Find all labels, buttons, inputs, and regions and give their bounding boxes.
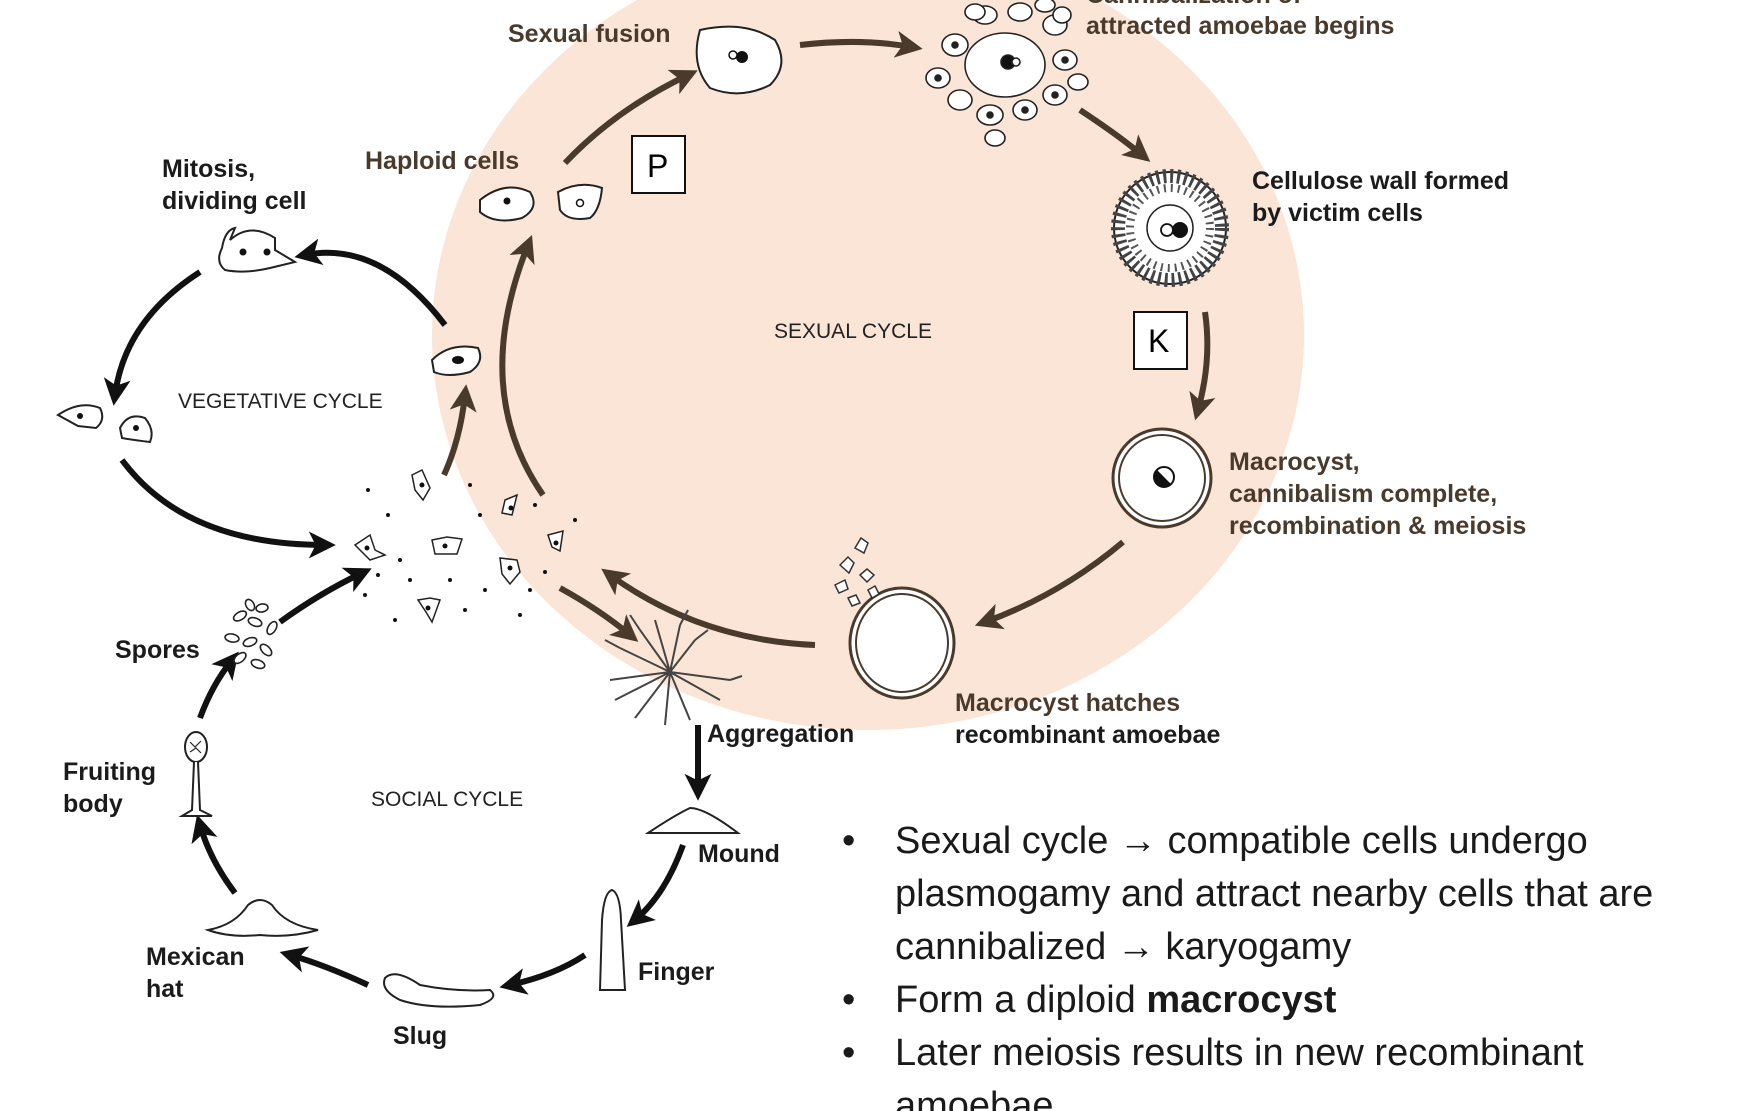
arrow-wall-to-macrocyst [1189, 311, 1216, 421]
social-cycle-title: SOCIAL CYCLE [371, 788, 523, 811]
box-k: K [1133, 311, 1188, 370]
bullet-text: Sexual cycle → compatible cells undergo … [895, 820, 1654, 968]
slug-label: Slug [393, 1022, 447, 1050]
mound-icon [644, 806, 741, 834]
box-p: P [631, 135, 686, 194]
cellulose-wall-label-line1: Cellulose wall formed [1252, 167, 1509, 195]
arrow-haploid-to-fusion [562, 69, 698, 166]
fruiting-body-label-line2: body [63, 790, 123, 818]
arrow-spores-to-amoebae [278, 567, 372, 625]
arrow-fruiting-to-spores [197, 651, 239, 720]
sexual-fusion-cell-icon [695, 25, 783, 95]
sexual-cycle-title: SEXUAL CYCLE [774, 320, 932, 343]
bullet-text: Later meiosis results in new recombinant… [895, 1032, 1584, 1111]
amoebae-cluster-icon [348, 468, 577, 624]
bullet-item: Form a diploid macrocyst [842, 974, 1742, 1027]
arrow-finger-to-slug [499, 952, 587, 995]
mitosis-label-line1: Mitosis, [162, 155, 255, 183]
haploid-cells-label: Haploid cells [365, 147, 519, 175]
mound-label: Mound [698, 840, 780, 868]
fruiting-body-label-line1: Fruiting [63, 758, 156, 786]
aggregation-icon [604, 609, 743, 726]
mitosis-label-line2: dividing cell [162, 187, 306, 215]
bullet-item: Later meiosis results in new recombinant… [842, 1027, 1742, 1111]
spores-icon [224, 598, 278, 670]
bullet-text-prefix: Form a diploid [895, 979, 1147, 1021]
cannibalization-cluster-icon [925, 0, 1089, 147]
cannibalization-label-line1: Cannibalization of [1086, 0, 1302, 9]
finger-icon [598, 888, 627, 991]
arrow-daughters-to-amoebae [119, 458, 336, 559]
arrow-cannibalization-to-wall [1078, 107, 1151, 162]
arrow-macrocyst-to-hatch [974, 539, 1125, 630]
spores-label: Spores [115, 636, 200, 664]
fruiting-body-icon [178, 731, 213, 817]
arrow-amoebae-to-aggregation [558, 585, 639, 642]
macrocyst-hatch-label-line1: Macrocyst hatches [955, 689, 1180, 717]
arrow-slug-to-hat [279, 946, 370, 988]
mexican-hat-label-line1: Mexican [146, 943, 245, 971]
arrow-amoebae-up-to-cell [441, 384, 477, 477]
box-p-label: P [647, 148, 668, 184]
macrocyst-label-line3: recombination & meiosis [1229, 512, 1526, 540]
hatching-macrocyst-icon [833, 536, 956, 700]
finger-label: Finger [638, 958, 715, 986]
cellulose-wall-label-line2: by victim cells [1252, 199, 1423, 227]
macrocyst-label-line2: cannibalism complete, [1229, 480, 1497, 508]
bullet-item: Sexual cycle → compatible cells undergo … [842, 815, 1742, 974]
macrocyst-hatch-label-line2: recombinant amoebae [955, 721, 1220, 749]
cannibalization-label-line2: attracted amoebae begins [1086, 12, 1394, 40]
mitosis-cell-icon [218, 226, 298, 273]
aggregation-label: Aggregation [707, 720, 854, 748]
cellulose-wall-icon [1111, 169, 1229, 287]
daughter-cells-icon [56, 404, 153, 444]
arrow-mitosis-to-daughters [103, 269, 202, 406]
haploid-cells-icon [479, 183, 604, 222]
vegetative-cycle-title: VEGETATIVE CYCLE [178, 390, 383, 413]
arrow-hat-to-fruiting [191, 814, 238, 895]
arrow-cell-to-mitosis [294, 238, 448, 327]
arrow-hatch-to-amoebae [601, 568, 816, 648]
mexican-hat-label-line2: hat [146, 975, 184, 1003]
arrow-fusion-to-cannibalization [799, 30, 923, 58]
bullet-list: Sexual cycle → compatible cells undergo … [842, 815, 1742, 1111]
macrocyst-icon [1111, 427, 1213, 529]
box-k-label: K [1148, 323, 1169, 359]
vegetative-cell-icon [430, 345, 482, 376]
arrow-amoebae-to-haploid [499, 234, 546, 497]
arrow-mound-to-finger [626, 843, 686, 927]
macrocyst-label-line1: Macrocyst, [1229, 448, 1360, 476]
sexual-fusion-label: Sexual fusion [508, 20, 671, 48]
mexican-hat-icon [204, 899, 319, 937]
slug-icon [383, 973, 495, 1008]
macrocyst-term: macrocyst [1146, 979, 1337, 1021]
